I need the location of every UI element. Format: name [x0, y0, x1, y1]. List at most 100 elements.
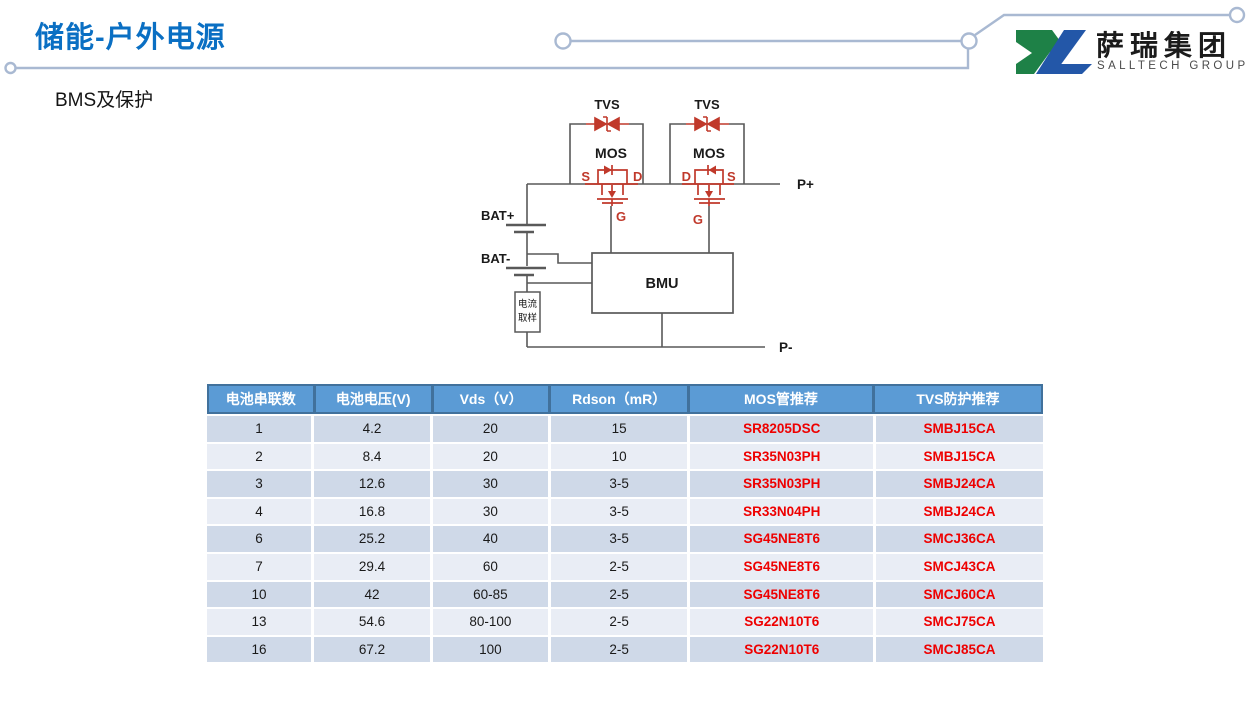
tvs-label-left: TVS [594, 97, 620, 112]
table-cell: 54.6 [314, 609, 430, 635]
mos-label-left: MOS [595, 145, 627, 161]
table-cell: 12.6 [314, 471, 430, 497]
table-cell: 7 [207, 553, 312, 580]
table-cell: 30 [432, 498, 548, 525]
table-cell: 13 [207, 609, 312, 635]
p-plus-label: P+ [797, 177, 814, 192]
current-sample-label-1: 电流 [518, 298, 538, 310]
table-cell: 4.2 [314, 416, 430, 442]
bat-plus-label: BAT+ [481, 208, 515, 223]
decor-circle-mid-left [554, 32, 572, 50]
table-cell: SMCJ60CA [876, 581, 1043, 608]
table-cell: SMBJ24CA [876, 498, 1043, 525]
bmu-label: BMU [645, 276, 678, 292]
table-cell: 29.4 [314, 553, 430, 580]
company-name-en: SALLTECH GROUP [1097, 60, 1249, 72]
table-cell: SMCJ43CA [876, 553, 1043, 580]
table-cell: 60 [432, 553, 548, 580]
table-header-tvs-recommend: TVS防护推荐 [874, 386, 1041, 412]
drain-label-right: D [682, 169, 691, 184]
bms-circuit-diagram: BMU 电流 取样 [481, 97, 814, 355]
table-cell: SMBJ15CA [876, 443, 1043, 470]
table-header-battery-voltage: 电池电压(V) [315, 386, 431, 412]
circuit-wires [526, 123, 780, 348]
table-cell: 2 [207, 443, 312, 470]
table-cell: SMCJ36CA [876, 526, 1043, 552]
table-cell: SMBJ15CA [876, 416, 1043, 442]
mos-label-right: MOS [693, 145, 725, 161]
table-cell: SG45NE8T6 [690, 581, 874, 608]
table-cell: 42 [314, 581, 430, 608]
mosfet-right-arrows [705, 165, 716, 198]
table-cell: 15 [550, 416, 688, 442]
table-cell: SR35N03PH [690, 443, 874, 470]
tvs-diode-left [586, 116, 629, 132]
table-cell: SG45NE8T6 [690, 526, 874, 552]
table-cell: SG45NE8T6 [690, 553, 874, 580]
page-subtitle: BMS及保护 [55, 90, 154, 111]
decor-circle-mid-right [960, 32, 978, 50]
table-cell: 6 [207, 526, 312, 552]
table-cell: 3-5 [550, 498, 688, 525]
table-cell: SMCJ85CA [876, 636, 1043, 663]
current-sample-box [514, 291, 541, 333]
table-cell: 25.2 [314, 526, 430, 552]
table-cell: SG22N10T6 [690, 636, 874, 663]
table-cell: 16.8 [314, 498, 430, 525]
table-cell: 100 [432, 636, 548, 663]
table-header-series-count: 电池串联数 [209, 386, 313, 412]
table-cell: SMCJ75CA [876, 609, 1043, 635]
table-cell: SMBJ24CA [876, 471, 1043, 497]
p-minus-label: P- [779, 340, 793, 355]
table-header-vds: Vds（V） [433, 386, 549, 412]
table-cell: SR8205DSC [690, 416, 874, 442]
tvs-label-right: TVS [694, 97, 720, 112]
bat-minus-label: BAT- [481, 251, 510, 266]
table-cell: 60-85 [432, 581, 548, 608]
table-cell: 1 [207, 416, 312, 442]
table-cell: 10 [550, 443, 688, 470]
tvs-diode-right [686, 116, 729, 132]
table-cell: 67.2 [314, 636, 430, 663]
company-logo-icon [1016, 30, 1092, 74]
table-header-mos-recommend: MOS管推荐 [690, 386, 872, 412]
table-cell: 4 [207, 498, 312, 525]
decor-circle-right [1228, 6, 1246, 24]
recommendation-table: 电池串联数 电池电压(V) Vds（V） Rdson（mR） MOS管推荐 TV… [207, 384, 1043, 663]
table-cell: 80-100 [432, 609, 548, 635]
table-cell: 2-5 [550, 609, 688, 635]
company-name: 萨瑞集团 [1096, 30, 1233, 61]
table-cell: 3-5 [550, 526, 688, 552]
mosfet-left [585, 165, 638, 206]
source-label-right: S [727, 169, 736, 184]
decor-circle-left [4, 61, 17, 75]
table-cell: 20 [432, 416, 548, 442]
table-cell: 30 [432, 471, 548, 497]
table-cell: SR35N03PH [690, 471, 874, 497]
bmu-box [591, 252, 734, 314]
table-cell: 2-5 [550, 553, 688, 580]
table-header-rdson: Rdson（mR） [551, 386, 688, 412]
current-sample-label-2: 取样 [518, 312, 537, 324]
table-cell: 40 [432, 526, 548, 552]
table-cell: SR33N04PH [690, 498, 874, 525]
table-cell: 3-5 [550, 471, 688, 497]
gate-label-left: G [616, 209, 626, 224]
drain-label-left: D [633, 169, 642, 184]
table-cell: 8.4 [314, 443, 430, 470]
gate-label-right: G [693, 212, 703, 227]
source-label-left: S [581, 169, 590, 184]
table-cell: 10 [207, 581, 312, 608]
table-cell: 2-5 [550, 636, 688, 663]
battery-symbols [506, 223, 546, 277]
